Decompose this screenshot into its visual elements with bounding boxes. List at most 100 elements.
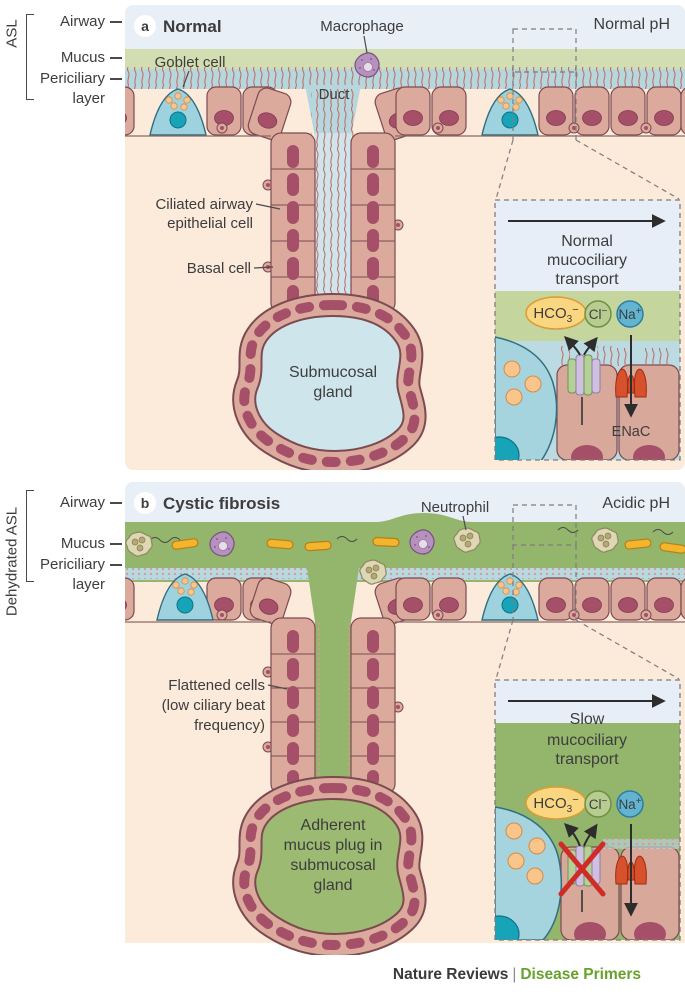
journal-series: Disease Primers — [520, 966, 641, 983]
inset-b-goblet-vesicles — [505, 822, 546, 885]
panel-a-title: Normal — [163, 17, 222, 36]
airway-label-row-a: Airway — [30, 13, 122, 31]
airway-label-b: Airway — [59, 494, 105, 511]
transport-label-line1: Normal — [561, 233, 613, 250]
zoom-region-b — [495, 504, 680, 680]
inset-a: HCO3− Cl− Na+ ENaC Normal mucociliary tr… — [494, 199, 681, 461]
cl-label-b: Cl− — [589, 796, 608, 812]
duct-lining-stipple — [316, 622, 321, 790]
basal-pointer — [253, 266, 274, 269]
panel-a-illustration: Submucosal gland a Normal Normal pH Macr… — [125, 5, 685, 470]
inset-cell-nucleus-b — [634, 922, 666, 940]
ph-label-b: Acidic pH — [602, 495, 670, 512]
enac-channel — [615, 368, 647, 398]
badge-circle-b — [134, 492, 156, 514]
na-ion-b — [616, 790, 644, 818]
dehydrated-asl-rotated-label: Dehydrated ASL — [3, 506, 21, 617]
inset-b-border — [494, 679, 681, 941]
epithelial-cell — [610, 86, 646, 136]
periciliary-label-b: Periciliary — [39, 556, 105, 573]
panel-b-illustration: Adherent mucus plug in submucosal gland — [125, 482, 685, 955]
flattened-cell — [646, 577, 682, 621]
cl-arrow — [583, 336, 598, 356]
panel-cystic-fibrosis: Adherent mucus plug in submucosal gland — [125, 482, 685, 955]
bacterium — [372, 536, 400, 548]
transport-label-b-line1: Slow — [570, 711, 605, 728]
periciliary-label-row-b: Periciliary — [30, 556, 122, 574]
neutrophil-pointer — [462, 515, 467, 531]
duct-lining-stipple — [345, 622, 350, 790]
inset-cell-nucleus — [571, 445, 603, 460]
transport-label-b-line3: transport — [555, 751, 619, 768]
enac-label: ENaC — [612, 424, 651, 440]
inset-b-stipple — [603, 837, 680, 849]
dehydrated-asl-bracket — [26, 490, 34, 582]
periciliary-layer-row-a: layer — [30, 90, 122, 108]
inset-cell-nucleus — [633, 445, 665, 460]
basal-nuclei — [220, 126, 648, 269]
duct-walls — [270, 132, 396, 314]
mucus-band-cf — [125, 513, 685, 582]
macrophage-b — [209, 531, 235, 557]
macrophage-b — [409, 529, 435, 555]
enac-channel-b — [615, 855, 647, 885]
transport-label-line3: transport — [555, 271, 619, 288]
neutrophil-cell — [125, 531, 153, 557]
duct-walls-b — [270, 617, 396, 795]
inset-goblet-vesicles — [503, 360, 542, 406]
label-connector — [110, 21, 122, 23]
hco3-label-b: HCO3− — [533, 794, 578, 815]
na-label-b: Na+ — [618, 796, 641, 812]
gland-plug-label-line1: Adherent — [301, 817, 366, 834]
epithelial-cell — [125, 86, 135, 136]
ciliated-label-line1: Ciliated airway — [155, 196, 253, 213]
na-ion — [616, 300, 644, 328]
airway-label-row-b: Airway — [30, 494, 122, 512]
flattened-cell — [538, 577, 574, 621]
label-connector — [110, 564, 122, 566]
gland-plug-label-line4: gland — [313, 877, 352, 894]
badge-letter-b: b — [141, 495, 150, 511]
flattened-cell — [395, 577, 431, 621]
page-gap — [586, 943, 685, 955]
airway-band — [125, 5, 685, 49]
mucus-threads — [149, 527, 674, 543]
hco3-arrow-b — [564, 823, 581, 847]
macrophage — [354, 52, 380, 78]
panel-normal: Submucosal gland a Normal Normal pH Macr… — [125, 5, 685, 470]
flattened-label-line1: Flattened cells — [168, 677, 265, 694]
macrophage-pointer — [363, 35, 368, 54]
macrophage-label: Macrophage — [320, 18, 403, 35]
inset-a-airway — [495, 200, 680, 295]
badge-letter-a: a — [141, 18, 149, 34]
badge-circle-a — [134, 15, 156, 37]
neutrophil-cell — [591, 527, 619, 553]
inset-goblet-nucleus — [495, 436, 520, 460]
panel-b-title: Cystic fibrosis — [163, 494, 280, 513]
airway-label-a: Airway — [59, 13, 105, 30]
mucus-label-row-a: Mucus — [30, 49, 122, 67]
ph-label-a: Normal pH — [594, 16, 670, 33]
blocked-channel-cross-icon — [558, 841, 606, 897]
periciliary-label-row-a: Periciliary — [30, 70, 122, 88]
label-connector — [110, 78, 122, 80]
duct-opening-b — [307, 568, 359, 622]
flattened-cell — [610, 577, 646, 621]
flattened-cell — [125, 577, 135, 621]
neutrophil-cell — [359, 559, 387, 585]
goblet-label: Goblet cell — [155, 54, 226, 71]
mucus-label-b: Mucus — [60, 535, 105, 552]
gland-label-line1: Submucosal — [289, 364, 377, 381]
mucus-label-row-b: Mucus — [30, 535, 122, 553]
flattened-cell — [574, 577, 610, 621]
epithelial-cell — [574, 86, 610, 136]
gland-label-line2: gland — [313, 384, 352, 401]
transport-label-line2: mucociliary — [547, 252, 627, 269]
flattened-cell — [680, 577, 685, 621]
inset-a-border — [494, 199, 681, 461]
hco3-arrow — [564, 336, 581, 356]
bacterium — [266, 538, 294, 550]
inset-cell-nucleus-b — [574, 922, 606, 940]
layer-label-b: layer — [72, 576, 105, 593]
